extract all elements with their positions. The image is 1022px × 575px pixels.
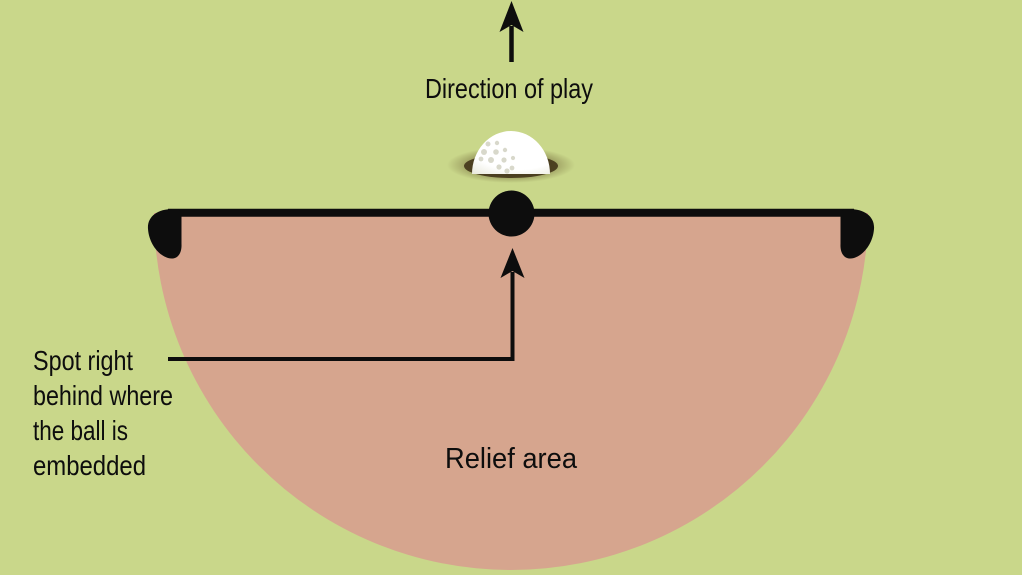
direction-of-play-label: Direction of play [425, 73, 593, 104]
spot-caption: Spot right behind where the ball is embe… [33, 345, 173, 481]
spot-caption-line-3: the ball is [33, 415, 128, 446]
direction-arrow-head [499, 1, 524, 32]
embedded-golf-ball [447, 131, 575, 183]
direction-of-play-arrow [499, 1, 524, 62]
spot-leader-line [168, 272, 515, 361]
line-left-end-blob [147, 209, 182, 259]
spot-caption-line-1: Spot right [33, 345, 133, 376]
relief-area-label: Relief area [445, 443, 578, 475]
golf-ball-dimples [478, 140, 516, 174]
spot-caption-line-4: embedded [33, 450, 146, 481]
spot-caption-line-2: behind where [33, 380, 173, 411]
spot-leader-arrow [168, 248, 525, 361]
spot-dot [488, 190, 535, 237]
golf-ball-dome [472, 131, 550, 174]
line-right-end-blob [840, 209, 875, 259]
spot-leader-arrow-head [500, 248, 525, 278]
relief-area-semicircle [154, 213, 868, 570]
